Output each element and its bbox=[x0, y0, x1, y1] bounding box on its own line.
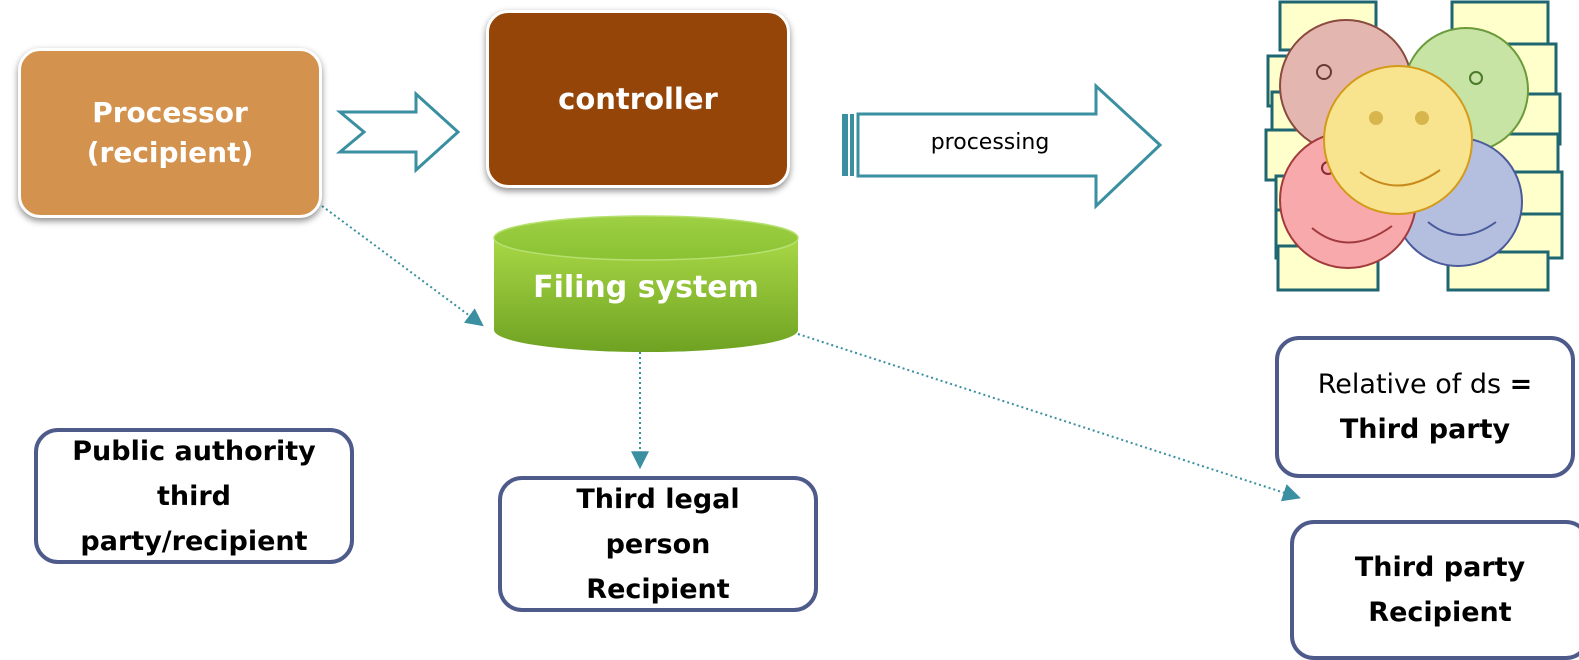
data-subjects-faces-icon bbox=[1264, 0, 1564, 292]
relative-equals: = bbox=[1509, 369, 1533, 400]
filing-system-cylinder bbox=[493, 215, 799, 352]
relative-third-party: Third party bbox=[1339, 414, 1511, 445]
controller-label: controller bbox=[558, 82, 718, 116]
relative-third-party-node: Relative of ds = Third party bbox=[1275, 336, 1575, 478]
public-authority-label: Public authority third party/recipient bbox=[72, 435, 316, 557]
edge-processor-to-filing bbox=[321, 205, 484, 327]
chevron-arrow-icon bbox=[335, 90, 461, 174]
third-party-recipient-node: Third party Recipient bbox=[1290, 520, 1579, 660]
public-authority-node: Public authority third party/recipient bbox=[34, 428, 354, 564]
processing-label: processing bbox=[930, 130, 1050, 155]
relative-prefix: Relative of ds bbox=[1317, 369, 1510, 400]
relative-label: Relative of ds = Third party bbox=[1318, 362, 1533, 452]
processor-label: Processor (recipient) bbox=[86, 96, 254, 169]
processing-arrow bbox=[842, 82, 1163, 210]
third-legal-person-node: Third legal person Recipient bbox=[498, 476, 818, 612]
third-party-recipient-label: Third party Recipient bbox=[1354, 552, 1526, 628]
filing-system-label: Filing system bbox=[533, 270, 759, 305]
edge-filing-to-third-party bbox=[797, 333, 1301, 502]
processor-node: Processor (recipient) bbox=[18, 48, 322, 218]
controller-node: controller bbox=[486, 10, 790, 188]
third-legal-person-label: Third legal person Recipient bbox=[576, 483, 740, 605]
